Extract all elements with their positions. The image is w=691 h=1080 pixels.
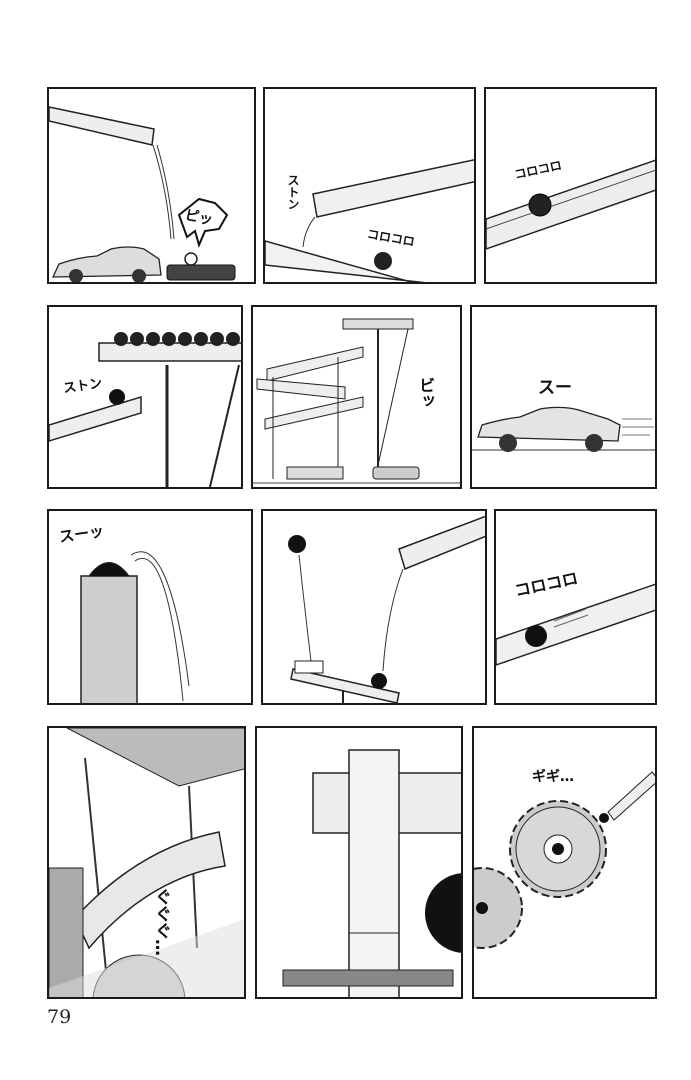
panel-9: コロコロ bbox=[494, 509, 657, 705]
rail-drawing bbox=[486, 159, 655, 250]
gears-drawing bbox=[474, 771, 655, 949]
panel-11 bbox=[255, 726, 463, 999]
panel-1: ピッ bbox=[47, 87, 256, 284]
sfx-suu: スー bbox=[538, 378, 572, 398]
car-gliding-drawing bbox=[472, 406, 655, 452]
panel-10: ぐぐぐ… bbox=[47, 726, 246, 999]
sfx-suton: ストン bbox=[286, 174, 300, 210]
sfx-gigi: ギギ… bbox=[532, 769, 574, 785]
sfx-bi: ビッ bbox=[416, 377, 435, 409]
panel-3: コロコロ bbox=[484, 87, 657, 284]
panel-5: ビッ bbox=[251, 305, 462, 489]
seesaw-drawing bbox=[288, 515, 485, 703]
chute-and-car-drawing bbox=[49, 106, 236, 282]
bamboo-gear-drawing bbox=[282, 749, 461, 997]
rail-drawing bbox=[496, 583, 655, 666]
panel-8 bbox=[261, 509, 487, 705]
sfx-gugugu: ぐぐぐ… bbox=[151, 888, 171, 956]
tipping-structure-drawing bbox=[253, 318, 460, 484]
panel-7: スーッ bbox=[47, 509, 253, 705]
tube-launch-drawing bbox=[80, 551, 190, 703]
chute-and-ramp-drawing bbox=[265, 159, 474, 282]
tray-and-ramp-drawing bbox=[49, 332, 241, 487]
panel-4: ストン bbox=[47, 305, 243, 489]
page-number: 79 bbox=[47, 1006, 72, 1028]
panel-2: ストン コロコロ bbox=[263, 87, 476, 284]
curved-ramp-drawing bbox=[49, 728, 244, 997]
panel-12: ギギ… bbox=[472, 726, 657, 999]
panel-6: スー bbox=[470, 305, 657, 489]
